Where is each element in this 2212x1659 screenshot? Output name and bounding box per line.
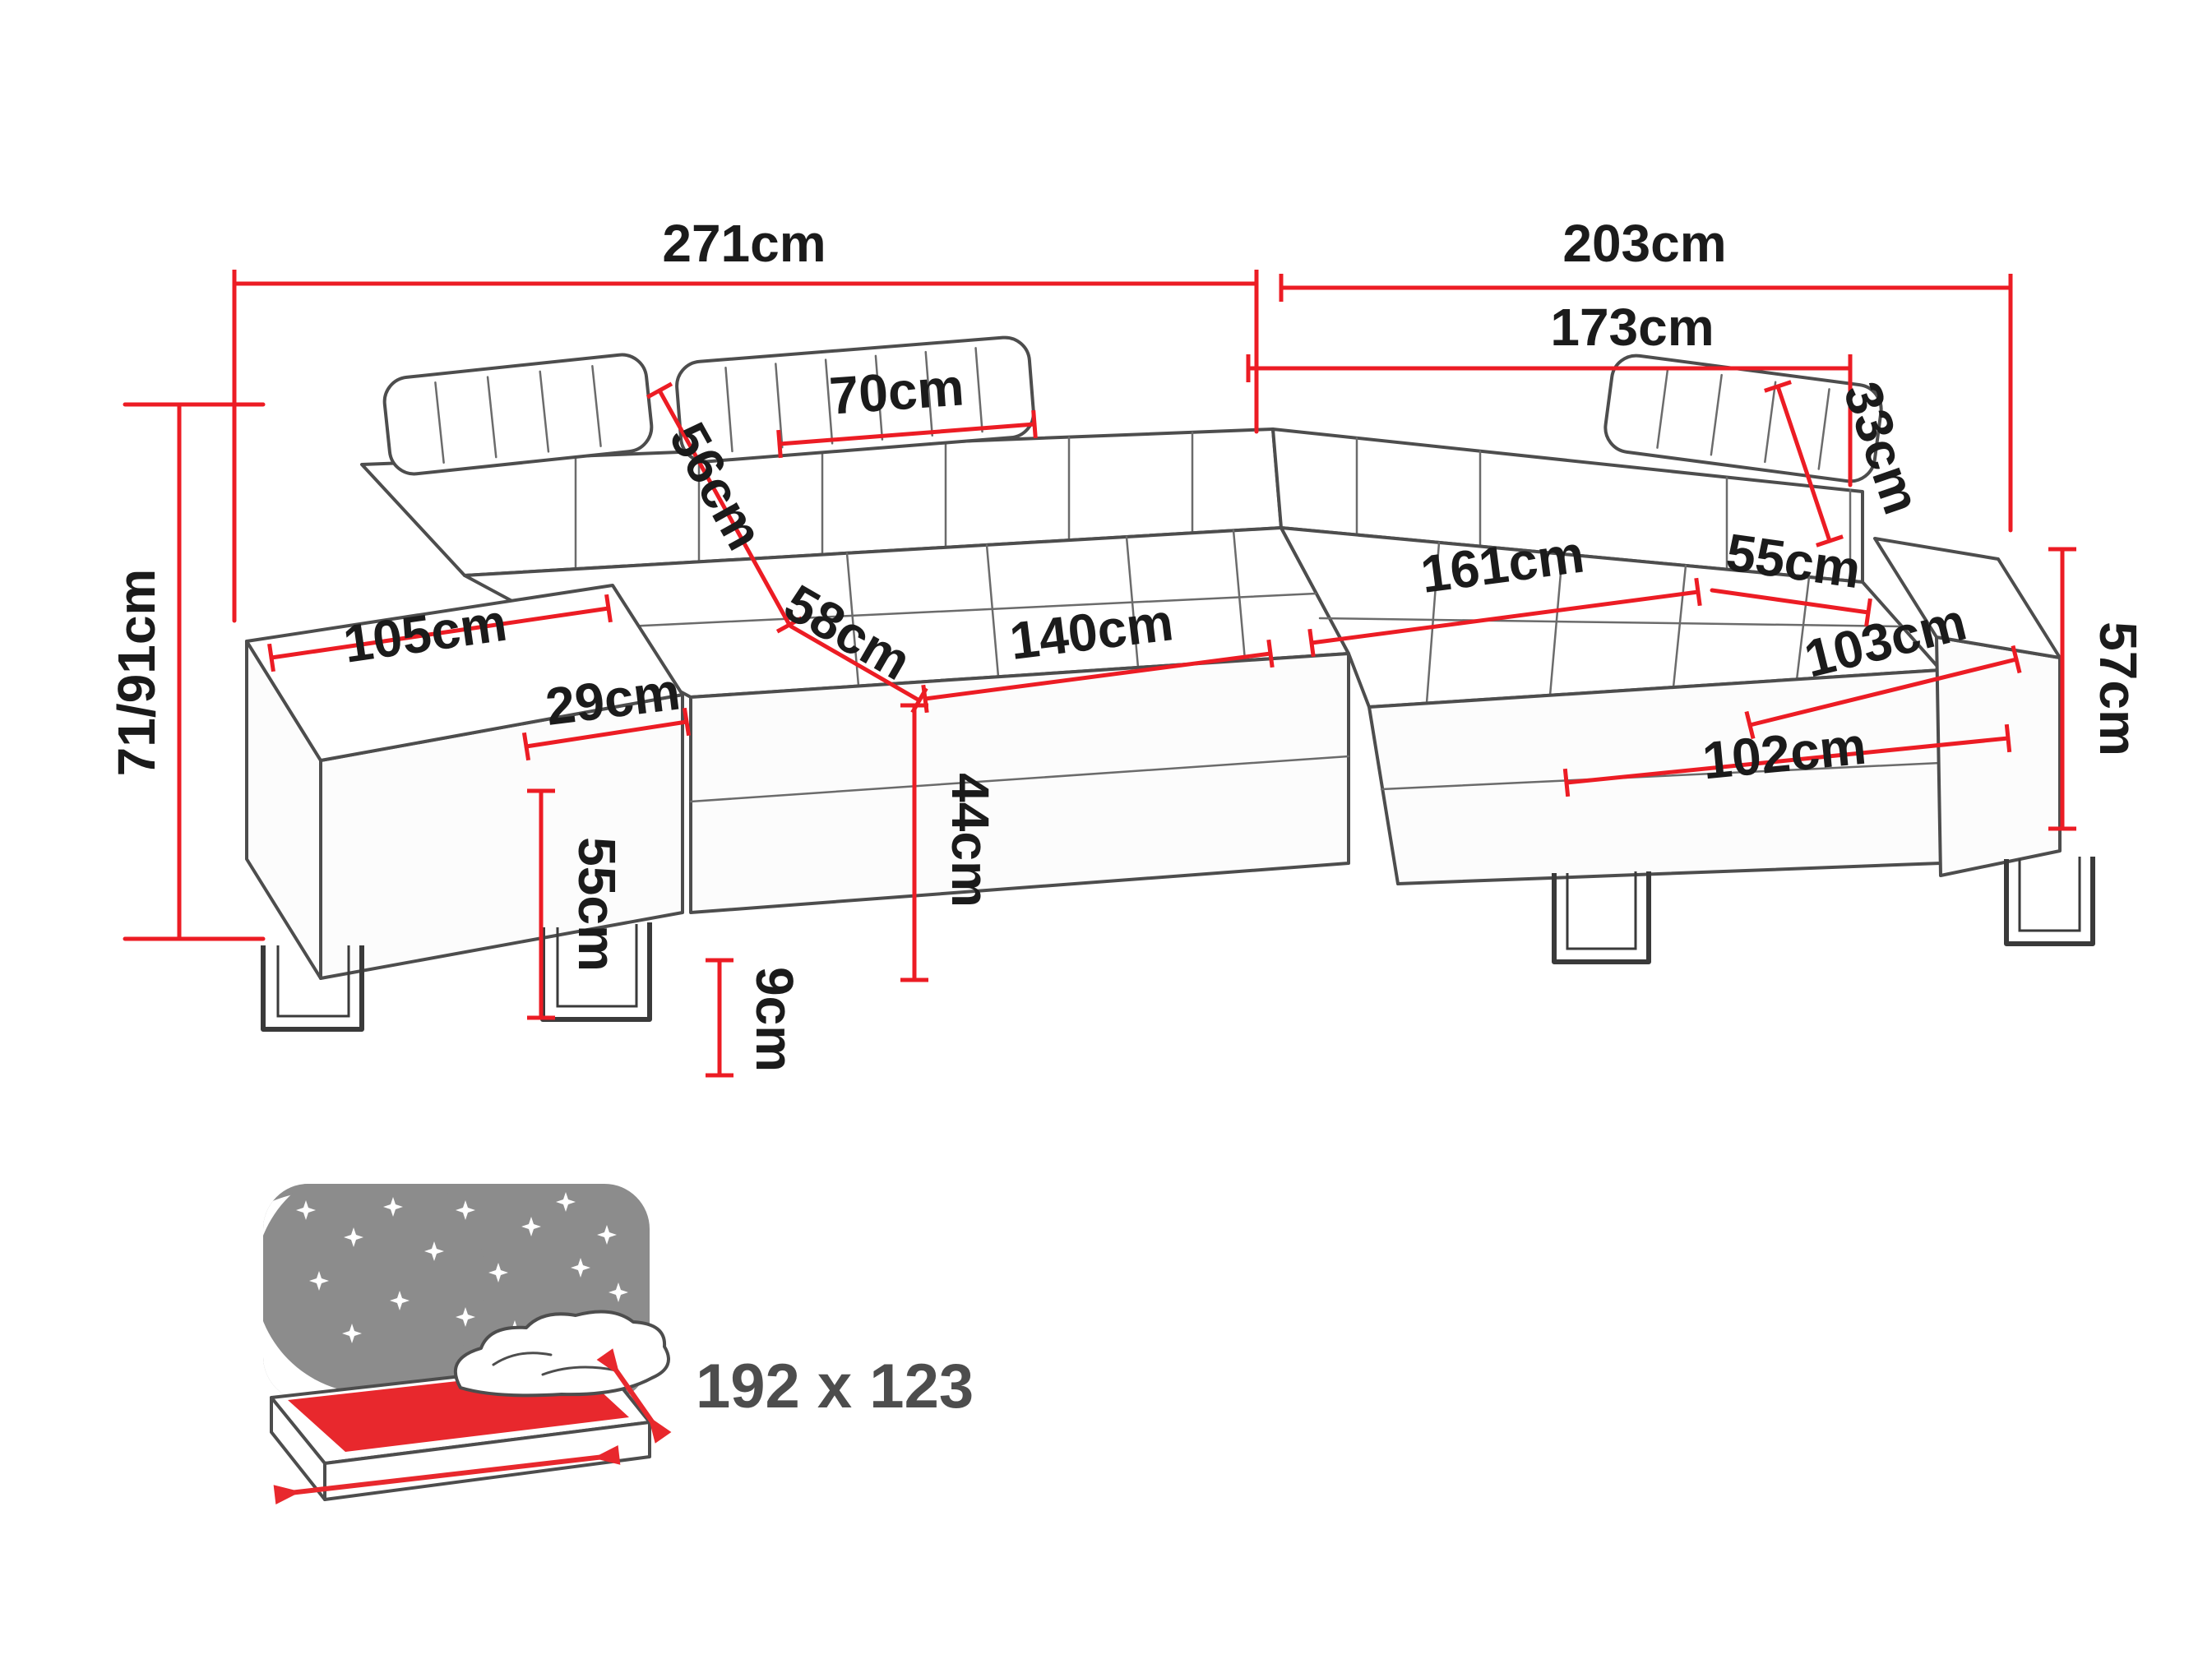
- bed-size-label: 192 x 123: [696, 1352, 974, 1421]
- dim-label-leg-height: 9cm: [745, 967, 804, 1072]
- dim-line-chaise-length: [1562, 723, 2012, 797]
- base-front-left: [689, 652, 1350, 914]
- dim-label-width-total: 271cm: [662, 214, 826, 273]
- dim-line-backrest-slope: [646, 381, 803, 634]
- dim-label-armrest-height: 55cm: [567, 837, 627, 972]
- night-sky-detail: [263, 1184, 628, 1402]
- bed-icon: 192 x 123: [263, 1184, 974, 1505]
- bed-width-arrow: [596, 1348, 672, 1444]
- dim-line-headrest-height: [1764, 380, 1844, 548]
- dim-label-back-cushion: 70cm: [827, 357, 965, 425]
- base-seam-left: [689, 755, 1350, 803]
- dim-line-armrest-length: [267, 594, 613, 672]
- dim-label-height: 71/91cm: [107, 569, 166, 777]
- dim-label-depth-inner: 173cm: [1550, 298, 1714, 357]
- dim-line-seat-width: [921, 639, 1275, 714]
- backrest-seams: [574, 431, 1852, 583]
- dim-line-corner-seat: [1307, 577, 1702, 658]
- dim-line-back-cushion: [776, 409, 1038, 459]
- dim-label-chaise-height: 57cm: [2089, 622, 2148, 756]
- dim-label-seat-height: 44cm: [941, 773, 1000, 908]
- dim-line-armrest-width: [521, 707, 692, 761]
- dim-line-chaise-seat: [1710, 588, 1872, 627]
- dim-line-seat-depth: [789, 624, 928, 714]
- bed-length-arrow: [273, 1444, 621, 1505]
- dim-label-depth-total: 203cm: [1562, 214, 1726, 273]
- dim-line-chaise-width: [1744, 645, 2022, 740]
- headrest-left-1: [382, 353, 654, 476]
- dimension-lines: [123, 270, 2076, 1078]
